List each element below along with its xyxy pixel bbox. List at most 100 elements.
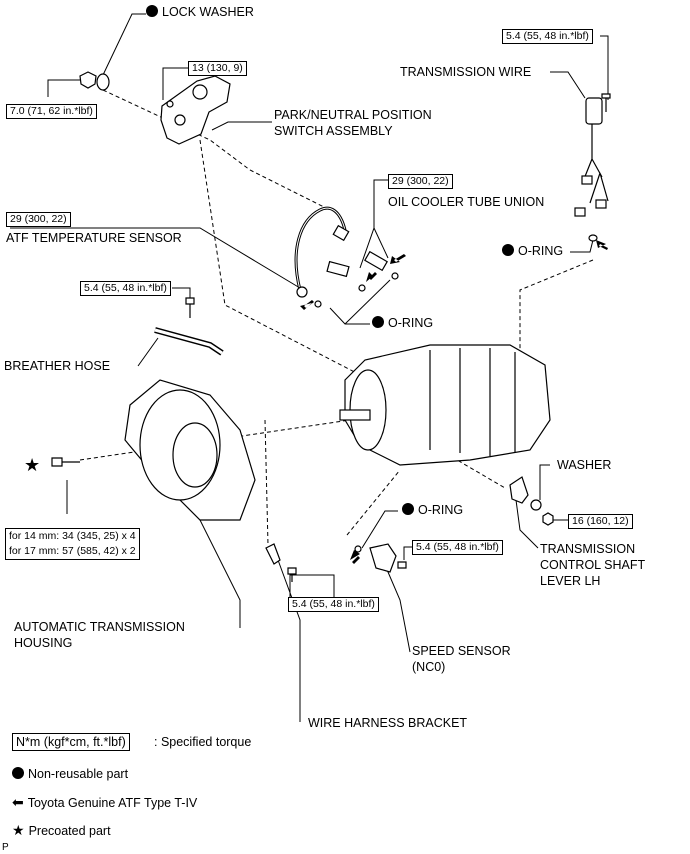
speed-sensor-bolt [397, 561, 407, 569]
torque-breather: 5.4 (55, 48 in.*lbf) [80, 281, 171, 296]
torque-housing: for 14 mm: 34 (345, 25) x 4 for 17 mm: 5… [5, 528, 140, 560]
precoated-star-icon: ★ [24, 455, 41, 475]
park-neutral-switch-part [160, 75, 231, 145]
tcs-lever-label-3: LEVER LH [540, 574, 601, 588]
o-ring-top-right-label: O-RING [502, 244, 563, 259]
oil-cooler-tube-union-label: OIL COOLER TUBE UNION [388, 195, 545, 209]
leader-trans-wire-torque [600, 35, 609, 100]
tcs-lever-label-2: CONTROL SHAFT [540, 558, 646, 572]
leader-o-ring-mid-b [344, 279, 391, 325]
legend-torque-box: N*m (kgf*cm, ft.*lbf) [12, 733, 130, 751]
leader-lock-washer-torque [47, 79, 80, 97]
leader-breather-torque [172, 287, 191, 300]
torque-trans-wire: 5.4 (55, 48 in.*lbf) [502, 29, 593, 44]
park-neutral-label-2: SWITCH ASSEMBLY [274, 124, 393, 138]
o-ring-mid-label: O-RING [372, 316, 433, 331]
torque-atf-sensor: 29 (300, 22) [6, 212, 71, 227]
atf-arrow-4 [596, 240, 608, 250]
leader-park-switch [211, 121, 272, 131]
breather-bolt [185, 297, 195, 318]
atf-arrow-1 [300, 300, 314, 310]
leader-lock-washer [102, 13, 146, 76]
dash-switch [199, 139, 371, 381]
wire-harness-bracket-label: WIRE HARNESS BRACKET [308, 716, 468, 730]
legend-atf-text: Toyota Genuine ATF Type T-IV [27, 796, 198, 810]
park-neutral-label-1: PARK/NEUTRAL POSITION [274, 108, 432, 122]
ath-label-2: HOUSING [14, 636, 73, 650]
oil-cooler-union-1 [326, 260, 350, 278]
torque-oil-cooler: 29 (300, 22) [388, 174, 453, 189]
leader-atf-sensor [10, 227, 301, 289]
leader-washer [539, 464, 550, 500]
leader-ath [199, 519, 241, 628]
leader-o-ring-mid [329, 307, 370, 325]
non-reusable-dot-icon [372, 316, 384, 328]
tcs-lever-label-1: TRANSMISSION [540, 542, 636, 556]
dash-bracket [264, 419, 269, 546]
leader-o-ring-top-right [570, 239, 594, 253]
lock-washer-label: LOCK WASHER [146, 5, 254, 20]
leader-trans-wire [550, 71, 586, 99]
atf-arrow-3 [390, 254, 406, 264]
lock-washer-text: LOCK WASHER [162, 5, 254, 19]
speed-sensor-label-1: SPEED SENSOR [412, 644, 511, 658]
o-ring-lower-text: O-RING [418, 503, 464, 517]
breather-hose-label: BREATHER HOSE [4, 359, 111, 373]
torque-speed-sensor: 5.4 (55, 48 in.*lbf) [412, 540, 503, 555]
wire-harness-bracket-part [265, 543, 281, 565]
atf-sensor-part [296, 286, 308, 298]
o-ring-top-right-text: O-RING [518, 244, 564, 258]
leader-speed-sensor [384, 564, 411, 653]
leader-o-ring-lower [361, 510, 398, 549]
atf-temp-sensor-label: ATF TEMPERATURE SENSOR [6, 231, 182, 245]
leader-tcs-lever [515, 499, 539, 549]
transmission-wire-connector [585, 97, 603, 125]
o-ring-mid-text: O-RING [388, 316, 434, 330]
leader-oil-cooler-torque [359, 179, 388, 269]
page-mark: P [2, 842, 9, 853]
leader-wire-harness-bracket [277, 559, 301, 722]
lock-washer-part [96, 73, 110, 91]
legend-non-reusable-text: Non-reusable part [28, 767, 129, 781]
dash-lock-washer [102, 89, 331, 211]
leader-breather-hose [137, 337, 159, 367]
torque-housing-17: for 17 mm: 57 (585, 42) x 2 [9, 545, 136, 557]
oil-cooler-union-2 [364, 250, 388, 272]
atf-arrow-2 [366, 272, 377, 282]
torque-bracket: 5.4 (55, 48 in.*lbf) [288, 597, 379, 612]
lock-washer-bolt [79, 71, 97, 89]
dash-lever [346, 469, 401, 536]
legend-atf: ⬅Toyota Genuine ATF Type T-IV [12, 795, 197, 811]
bracket-bolt [287, 567, 297, 582]
oil-cooler-tube [294, 206, 347, 291]
non-reusable-dot-icon [12, 767, 24, 779]
legend-torque-desc: : Specified torque [154, 735, 252, 749]
washer-part [530, 499, 542, 511]
speed-sensor-label-2: (NC0) [412, 660, 446, 674]
torque-housing-14: for 14 mm: 34 (345, 25) x 4 [9, 530, 136, 542]
atf-arrow-5 [350, 550, 360, 564]
leader-speed-sensor-torque [403, 546, 412, 560]
o-ring-top-right-part [588, 234, 598, 242]
o-ring-lower-label: O-RING [402, 503, 463, 518]
dash-speed [439, 449, 506, 489]
leader-oil-cooler-torque-b [373, 227, 389, 259]
washer-label: WASHER [557, 458, 612, 472]
trans-wire-bolt [601, 93, 611, 112]
legend-precoated: ★Precoated part [12, 823, 111, 839]
speed-sensor-part [369, 543, 397, 573]
non-reusable-dot-icon [502, 244, 514, 256]
torque-lock-washer: 7.0 (71, 62 in.*lbf) [6, 104, 97, 119]
o-ring-lower-part [354, 545, 362, 553]
atf-arrow-icon: ⬅ [12, 794, 24, 810]
dash-wire [519, 259, 594, 350]
torque-park-switch: 13 (130, 9) [188, 61, 247, 76]
transmission-wire-label: TRANSMISSION WIRE [400, 65, 532, 79]
lever-nut [542, 512, 554, 526]
non-reusable-dot-icon [402, 503, 414, 515]
tcs-lever-part [509, 476, 529, 504]
ath-label-1: AUTOMATIC TRANSMISSION [14, 620, 185, 634]
non-reusable-dot-icon [146, 5, 158, 17]
